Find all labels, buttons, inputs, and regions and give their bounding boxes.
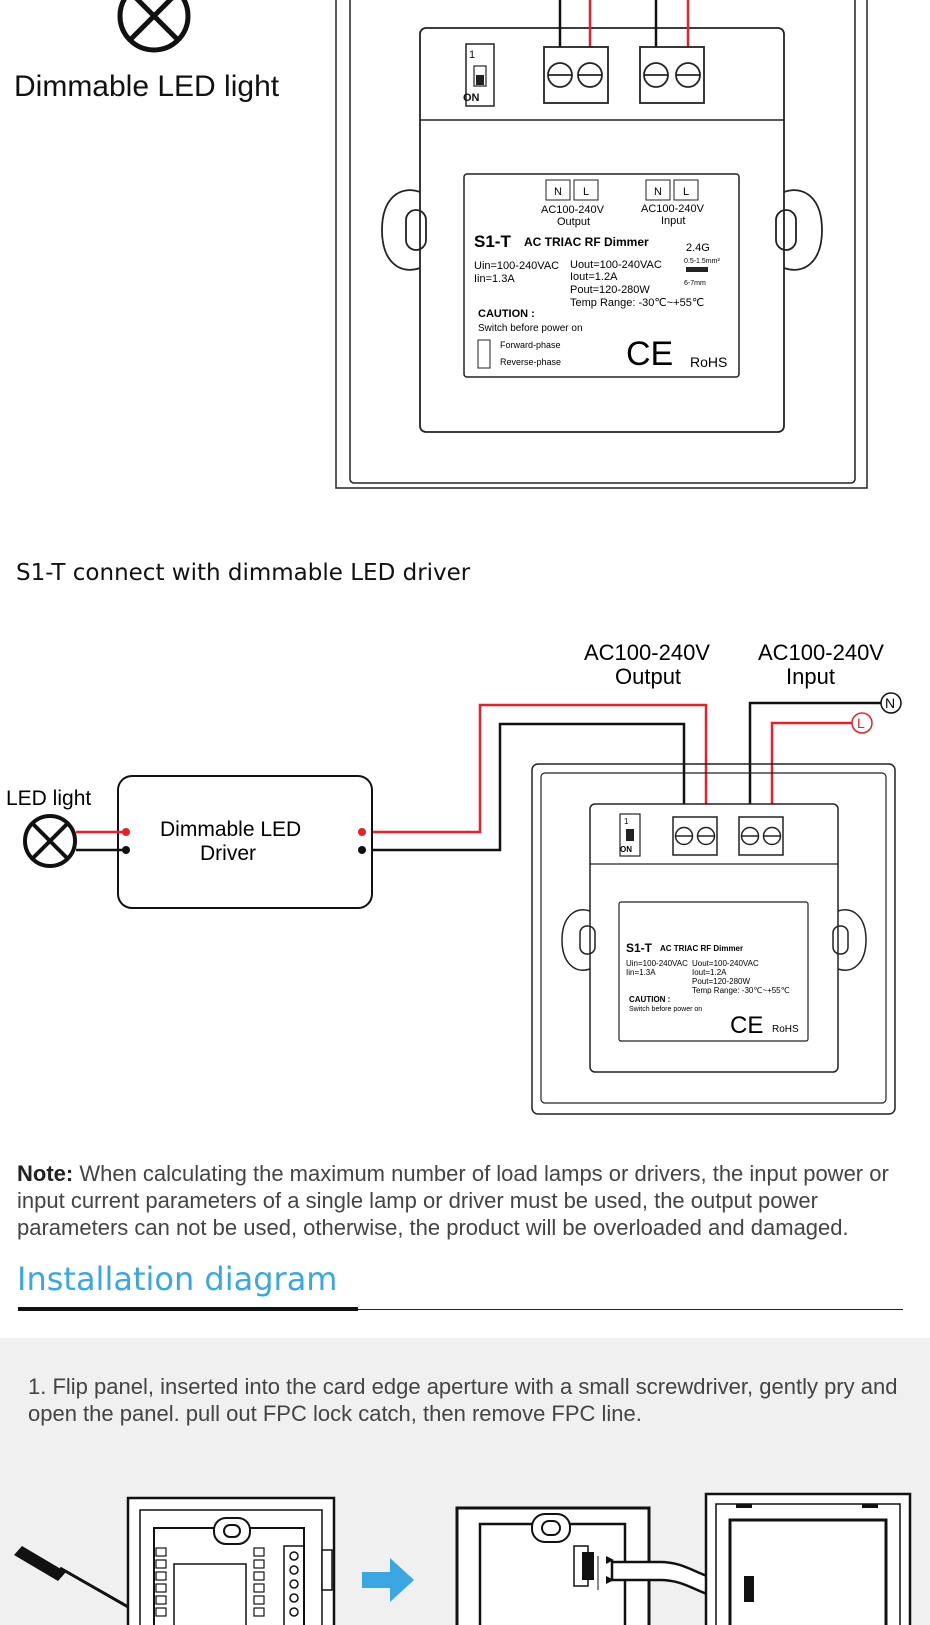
lamp-label: Dimmable LED light [14,70,280,103]
svg-text:L: L [583,186,589,198]
svg-text:Iout=1.2A: Iout=1.2A [570,271,618,283]
screwdriver-icon [14,1546,131,1610]
svg-text:ON: ON [620,845,632,854]
divider [18,1309,903,1310]
device-label-plate: N L N L AC100-240V Output AC100-240V Inp… [463,173,740,378]
svg-text:Pout=120-280W: Pout=120-280W [692,977,750,986]
top-wiring-diagram: Dimmable LED light 1 ON [14,0,868,489]
output-neutral-wire [362,722,686,852]
module-body [419,27,785,433]
svg-text:Input: Input [661,215,685,227]
svg-text:S1-T: S1-T [626,941,653,955]
svg-text:0.5-1.5mm²: 0.5-1.5mm² [684,258,720,265]
svg-text:L: L [683,186,689,198]
svg-text:Dimmable LED: Dimmable LED [160,818,301,841]
svg-text:1: 1 [624,817,629,826]
svg-text:Switch before power on: Switch before power on [478,323,583,334]
svg-text:CAUTION :: CAUTION : [629,995,670,1004]
panel-back-view [126,1496,336,1625]
svg-text:Temp Range: -30℃~+55℃: Temp Range: -30℃~+55℃ [692,986,790,995]
svg-text:AC100-240V: AC100-240V [541,204,605,216]
panel-open-view [455,1506,651,1625]
note-text: When calculating the maximum number of l… [17,1161,889,1240]
output-label: Output [615,664,681,689]
driver-wiring-diagram: AC100-240V Output AC100-240V Input N L D… [6,640,902,1115]
output-live-wire [362,703,708,836]
dip-switch: 1 ON [463,43,495,107]
input-neutral-wire [748,701,882,836]
installation-illustration [14,1492,912,1625]
svg-text:Pout=120-280W: Pout=120-280W [570,284,650,296]
section-title: S1-T connect with dimmable LED driver [16,560,471,586]
installation-title: Installation diagram [17,1260,338,1298]
svg-text:RoHS: RoHS [690,354,727,370]
svg-text:Switch before power on: Switch before power on [629,1006,702,1013]
svg-text:6-7mm: 6-7mm [684,280,706,287]
output-voltage-label: AC100-240V [584,640,710,665]
lamp-icon [117,0,191,53]
svg-text:S1-T: S1-T [474,232,511,251]
led-bulb-icon [23,814,77,868]
note-label: Note: [17,1161,74,1186]
arrow-right-icon [362,1558,414,1602]
led-light-label: LED light [6,787,91,810]
device-label-plate-small: S1-T AC TRIAC RF Dimmer Uin=100-240VAC I… [618,901,809,1042]
panel-frame-outer [531,763,896,1115]
mounting-ear-right [775,189,823,271]
svg-text:ON: ON [463,92,480,104]
input-terminal-block [639,46,705,104]
step-1-text: 1. Flip panel, inserted into the card ed… [28,1374,898,1426]
note-paragraph: Note: When calculating the maximum numbe… [17,1160,917,1241]
svg-text:1: 1 [469,49,475,61]
svg-text:2.4G: 2.4G [686,242,710,254]
panel-frame-inner [540,772,887,1104]
svg-text:N: N [554,186,562,198]
output-terminal-block [543,46,609,104]
panel-front-cover [704,1492,912,1625]
panel-frame-outer [335,0,868,489]
mounting-ear-left [381,189,427,271]
svg-text:N: N [654,186,662,198]
ce-mark: CE [626,335,673,373]
svg-text:Reverse-phase: Reverse-phase [500,357,561,367]
svg-text:Uin=100-240VAC: Uin=100-240VAC [474,260,559,272]
svg-text:Forward-phase: Forward-phase [500,340,561,350]
led-driver-box: Dimmable LED Driver [117,775,373,909]
input-voltage-label: AC100-240V [758,640,884,665]
input-label: Input [786,664,835,689]
live-marker: L [851,712,873,734]
svg-text:N: N [885,695,895,711]
panel-frame-inner [349,0,856,484]
svg-text:RoHS: RoHS [772,1024,799,1035]
input-live-wire [770,721,860,836]
svg-text:AC100-240V: AC100-240V [641,203,705,215]
svg-text:Driver: Driver [200,842,256,865]
svg-text:Uout=100-240VAC: Uout=100-240VAC [692,959,759,968]
svg-text:Iin=1.3A: Iin=1.3A [474,273,515,285]
svg-text:L: L [857,715,865,731]
svg-text:Uin=100-240VAC: Uin=100-240VAC [626,959,688,968]
svg-text:AC TRIAC RF Dimmer: AC TRIAC RF Dimmer [524,235,649,249]
svg-text:Iout=1.2A: Iout=1.2A [692,968,727,977]
svg-text:CAUTION :: CAUTION : [478,308,535,320]
svg-text:Uout=100-240VAC: Uout=100-240VAC [570,259,662,271]
svg-text:Output: Output [557,216,590,228]
svg-text:Iin=1.3A: Iin=1.3A [626,968,656,977]
divider-accent [18,1307,358,1311]
svg-text:Temp Range: -30℃~+55℃: Temp Range: -30℃~+55℃ [570,297,704,309]
svg-text:CE: CE [730,1012,763,1039]
neutral-marker: N [880,692,902,714]
svg-text:AC TRIAC RF Dimmer: AC TRIAC RF Dimmer [660,944,743,953]
